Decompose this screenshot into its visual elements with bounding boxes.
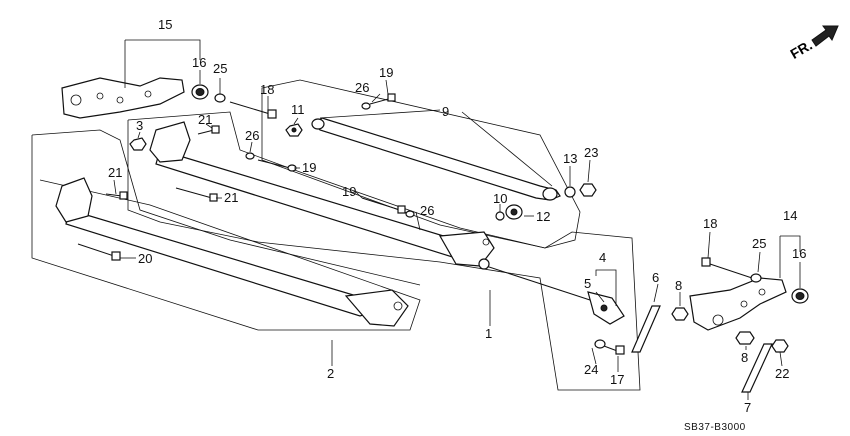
- washer-25-left: [214, 93, 226, 103]
- bolt-20: [77, 243, 121, 261]
- callout-12: 12: [536, 209, 550, 224]
- front-direction-indicator: FR.: [787, 25, 839, 62]
- callout-13: 13: [563, 151, 577, 166]
- nut-23: [579, 183, 597, 197]
- callout-15: 15: [158, 17, 172, 32]
- collar-10: [495, 211, 505, 221]
- joint-4-5: [587, 291, 625, 325]
- bolt-21-top: [197, 125, 220, 135]
- washer-13: [564, 186, 576, 198]
- washer-26-top: [361, 102, 371, 110]
- callout-8-top: 8: [675, 278, 682, 293]
- callout-21-middle: 21: [224, 190, 238, 205]
- callout-9: 9: [442, 104, 449, 119]
- nut-11: [285, 123, 303, 137]
- callout-14: 14: [783, 208, 797, 223]
- front-arrow-icon: [811, 25, 839, 47]
- callout-21-top: 21: [198, 112, 212, 127]
- middle-axle-beam: [149, 121, 495, 267]
- nut-8-bottom: [735, 331, 755, 345]
- callout-25-right: 25: [752, 236, 766, 251]
- group-outline-lower-axle: [31, 129, 421, 331]
- callout-19-left: 19: [302, 160, 316, 175]
- callout-18-right: 18: [703, 216, 717, 231]
- callout-4: 4: [599, 250, 606, 265]
- callout-10: 10: [493, 191, 507, 206]
- link-6: [631, 305, 661, 353]
- callout-16-left: 16: [192, 55, 206, 70]
- link-7: [741, 343, 773, 393]
- callout-labels: 15 16 25 18 11 26 19 9 3 21 26 19 21 21 …: [108, 17, 806, 415]
- callout-18-left: 18: [260, 82, 274, 97]
- callout-7: 7: [744, 400, 751, 415]
- rear-bracket-right: [689, 277, 787, 331]
- callout-11: 11: [291, 102, 305, 117]
- callout-5: 5: [584, 276, 591, 291]
- callout-26-middle: 26: [420, 203, 434, 218]
- track-bar: [311, 117, 561, 201]
- callout-17: 17: [610, 372, 624, 387]
- washer-26-middle: [405, 210, 415, 218]
- nut-3: [129, 137, 147, 151]
- bushing-16-left: [191, 84, 209, 100]
- lower-axle-beam: [55, 177, 409, 327]
- bolt-21-middle: [175, 187, 218, 202]
- callout-26-top: 26: [355, 80, 369, 95]
- callout-23: 23: [584, 145, 598, 160]
- callout-8-bottom: 8: [741, 350, 748, 365]
- washer-25-right: [750, 273, 762, 283]
- bolt-19-middle: [361, 197, 406, 214]
- diagram-code: SB37-B3000: [684, 422, 746, 433]
- callout-22: 22: [775, 366, 789, 381]
- callout-19-top: 19: [379, 65, 393, 80]
- stabilizer-rod: [478, 258, 591, 301]
- washer-26-left: [245, 152, 255, 160]
- group-outline-middle-axle: [127, 111, 641, 391]
- bolt-19-left: [257, 159, 297, 172]
- callout-2: 2: [327, 366, 334, 381]
- callout-6: 6: [652, 270, 659, 285]
- callout-21-lower: 21: [108, 165, 122, 180]
- callout-16-right: 16: [792, 246, 806, 261]
- callout-24: 24: [584, 362, 598, 377]
- front-label: FR.: [787, 37, 815, 62]
- callout-3: 3: [136, 118, 143, 133]
- bushing-12: [505, 204, 523, 220]
- bolt-18-right: [701, 257, 753, 279]
- bushing-16-right: [791, 288, 809, 304]
- bolt-21-lower: [105, 191, 128, 200]
- callout-26-left: 26: [245, 128, 259, 143]
- bolt-18-left: [229, 101, 277, 119]
- nut-22: [771, 339, 789, 353]
- leader-lines: [113, 39, 801, 400]
- bolt-19-top: [369, 93, 396, 105]
- callout-1: 1: [485, 326, 492, 341]
- washer-24: [594, 339, 606, 349]
- callout-25-left: 25: [213, 61, 227, 76]
- group-outline-track-bar: [261, 79, 581, 249]
- callout-19-middle: 19: [342, 184, 356, 199]
- rear-bracket-left: [61, 77, 185, 119]
- nut-8-top: [671, 307, 689, 321]
- callout-20: 20: [138, 251, 152, 266]
- bolt-17: [603, 345, 625, 355]
